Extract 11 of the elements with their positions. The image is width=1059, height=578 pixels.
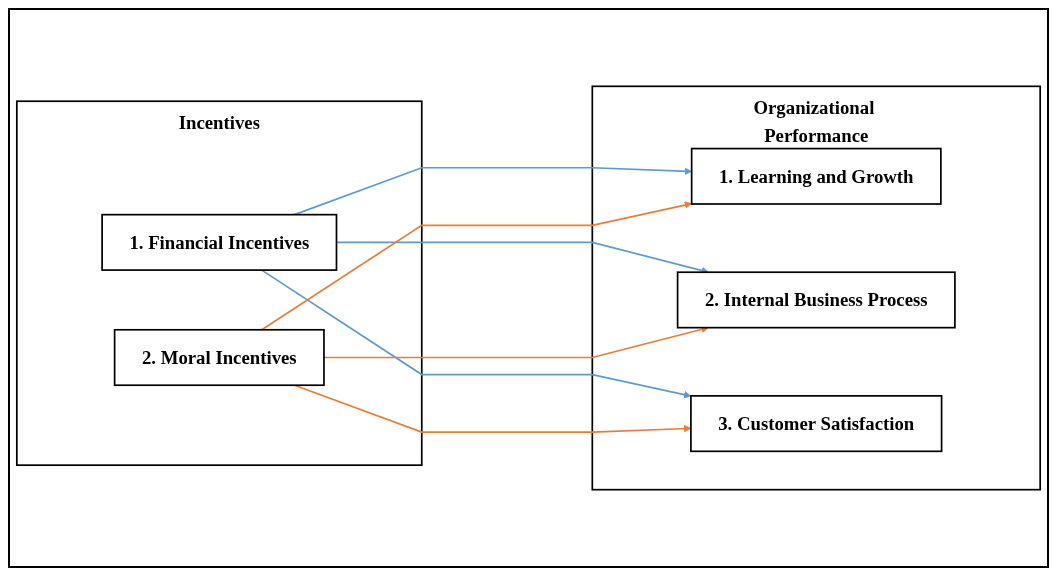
node-box [113, 328, 325, 387]
cluster [591, 85, 1042, 491]
diagram-frame: Organizational Performance Incentives 1. Financial Incentives 2. Moral Incentives 1. Learning and Growth 2. Internal Business Process 3. Customer Satisfaction [8, 8, 1049, 568]
node-box [101, 213, 338, 271]
arrow [260, 201, 692, 331]
cluster [15, 100, 423, 467]
arrow [260, 269, 692, 399]
arrow [293, 166, 692, 216]
node-box [690, 395, 943, 453]
node-box [690, 147, 942, 205]
node-box [676, 271, 956, 329]
